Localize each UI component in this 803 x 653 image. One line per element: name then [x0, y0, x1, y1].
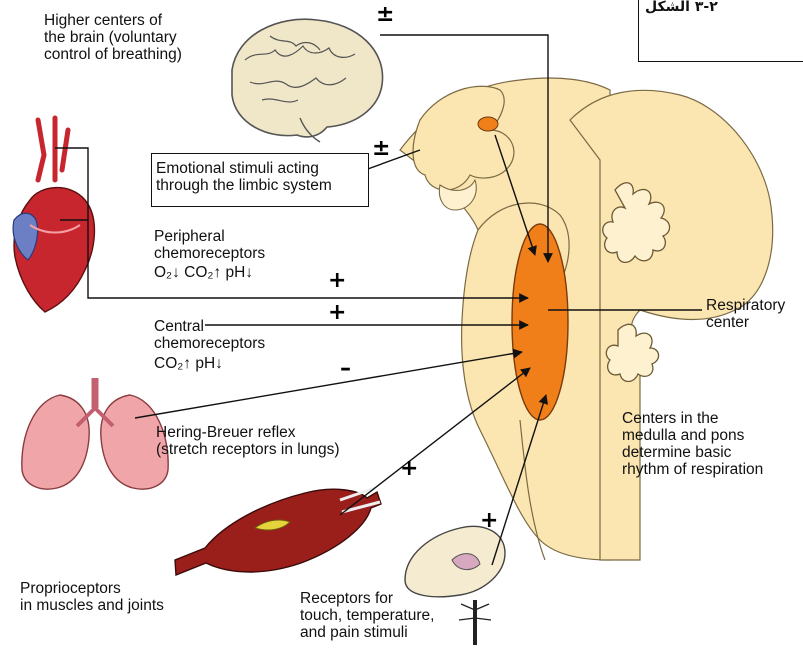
upper-brain-outline — [413, 86, 514, 190]
lungs-illustration — [22, 378, 168, 489]
label-central-title: Central chemoreceptors — [154, 318, 265, 352]
respiratory-center-region — [512, 224, 568, 420]
sign-higher-centers: ± — [376, 4, 394, 26]
sign-emotional: ± — [372, 138, 390, 160]
label-higher-centers: Higher centers of the brain (voluntary c… — [44, 12, 182, 63]
sign-peripheral: + — [328, 270, 346, 292]
sign-touch: + — [480, 510, 498, 532]
label-central-formula: CO₂↑ pH↓ — [154, 355, 223, 372]
figure-label-box: ٢-٣ الشكل — [638, 0, 803, 62]
sign-hering: – — [340, 358, 351, 380]
label-proprioceptors: Proprioceptors in muscles and joints — [20, 580, 164, 614]
sign-central: + — [328, 302, 346, 324]
sign-proprioceptors: + — [400, 458, 418, 480]
heart-illustration — [13, 118, 94, 312]
figure-label-text: ٢-٣ الشكل — [645, 0, 718, 15]
limbic-structure — [478, 117, 498, 131]
muscle-illustration — [175, 488, 381, 575]
label-hering-breuer: Hering-Breuer reflex (stretch receptors … — [156, 424, 340, 458]
label-emotional: Emotional stimuli acting through the lim… — [156, 160, 332, 194]
label-peripheral-formula: O₂↓ CO₂↑ pH↓ — [154, 264, 253, 281]
brain-illustration — [232, 19, 383, 142]
label-respiratory-center: Respiratory center — [706, 297, 785, 331]
label-touch-receptors: Receptors for touch, temperature, and pa… — [300, 590, 434, 641]
label-centers-medulla: Centers in the medulla and pons determin… — [622, 410, 763, 478]
label-peripheral-title: Peripheral chemoreceptors — [154, 228, 265, 262]
